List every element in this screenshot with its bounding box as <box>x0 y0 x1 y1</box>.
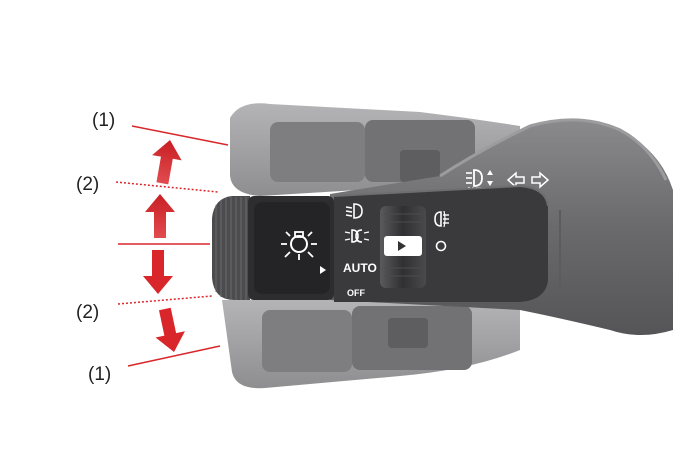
headlight-auto-icon <box>466 169 493 187</box>
parking-light-icon <box>344 229 370 243</box>
off-position-circle-icon <box>435 240 447 252</box>
callout-upper-2: (2) <box>76 174 99 195</box>
pointer-triangle-icon <box>320 266 326 274</box>
switch-head <box>212 184 549 302</box>
direction-arrows <box>143 140 185 352</box>
ghost-stalk-upper <box>230 103 520 196</box>
leader-lines <box>115 125 229 367</box>
low-beam-icon <box>345 203 363 219</box>
off-label: OFF <box>347 288 365 298</box>
callout-upper-1: (1) <box>92 110 115 131</box>
auto-label: AUTO <box>343 261 377 275</box>
leader-line-upper-2 <box>115 181 219 193</box>
ghost-stalk-lower <box>222 300 520 389</box>
knurled-ring <box>215 197 247 300</box>
arrow-down-2 <box>143 250 173 294</box>
arrow-down-1 <box>155 307 185 352</box>
headlight-bulb-icon <box>281 231 317 260</box>
arrow-up-1 <box>152 140 182 185</box>
fog-light-icon <box>434 210 449 228</box>
leader-line-lower-2 <box>117 295 213 305</box>
leader-line-upper-1 <box>131 125 229 146</box>
callout-lower-2: (2) <box>76 302 99 323</box>
arrow-up-2 <box>145 194 175 238</box>
callout-lower-1: (1) <box>88 364 111 385</box>
leader-line-lower-1 <box>127 345 221 367</box>
knob-indicator-icon <box>398 241 406 251</box>
